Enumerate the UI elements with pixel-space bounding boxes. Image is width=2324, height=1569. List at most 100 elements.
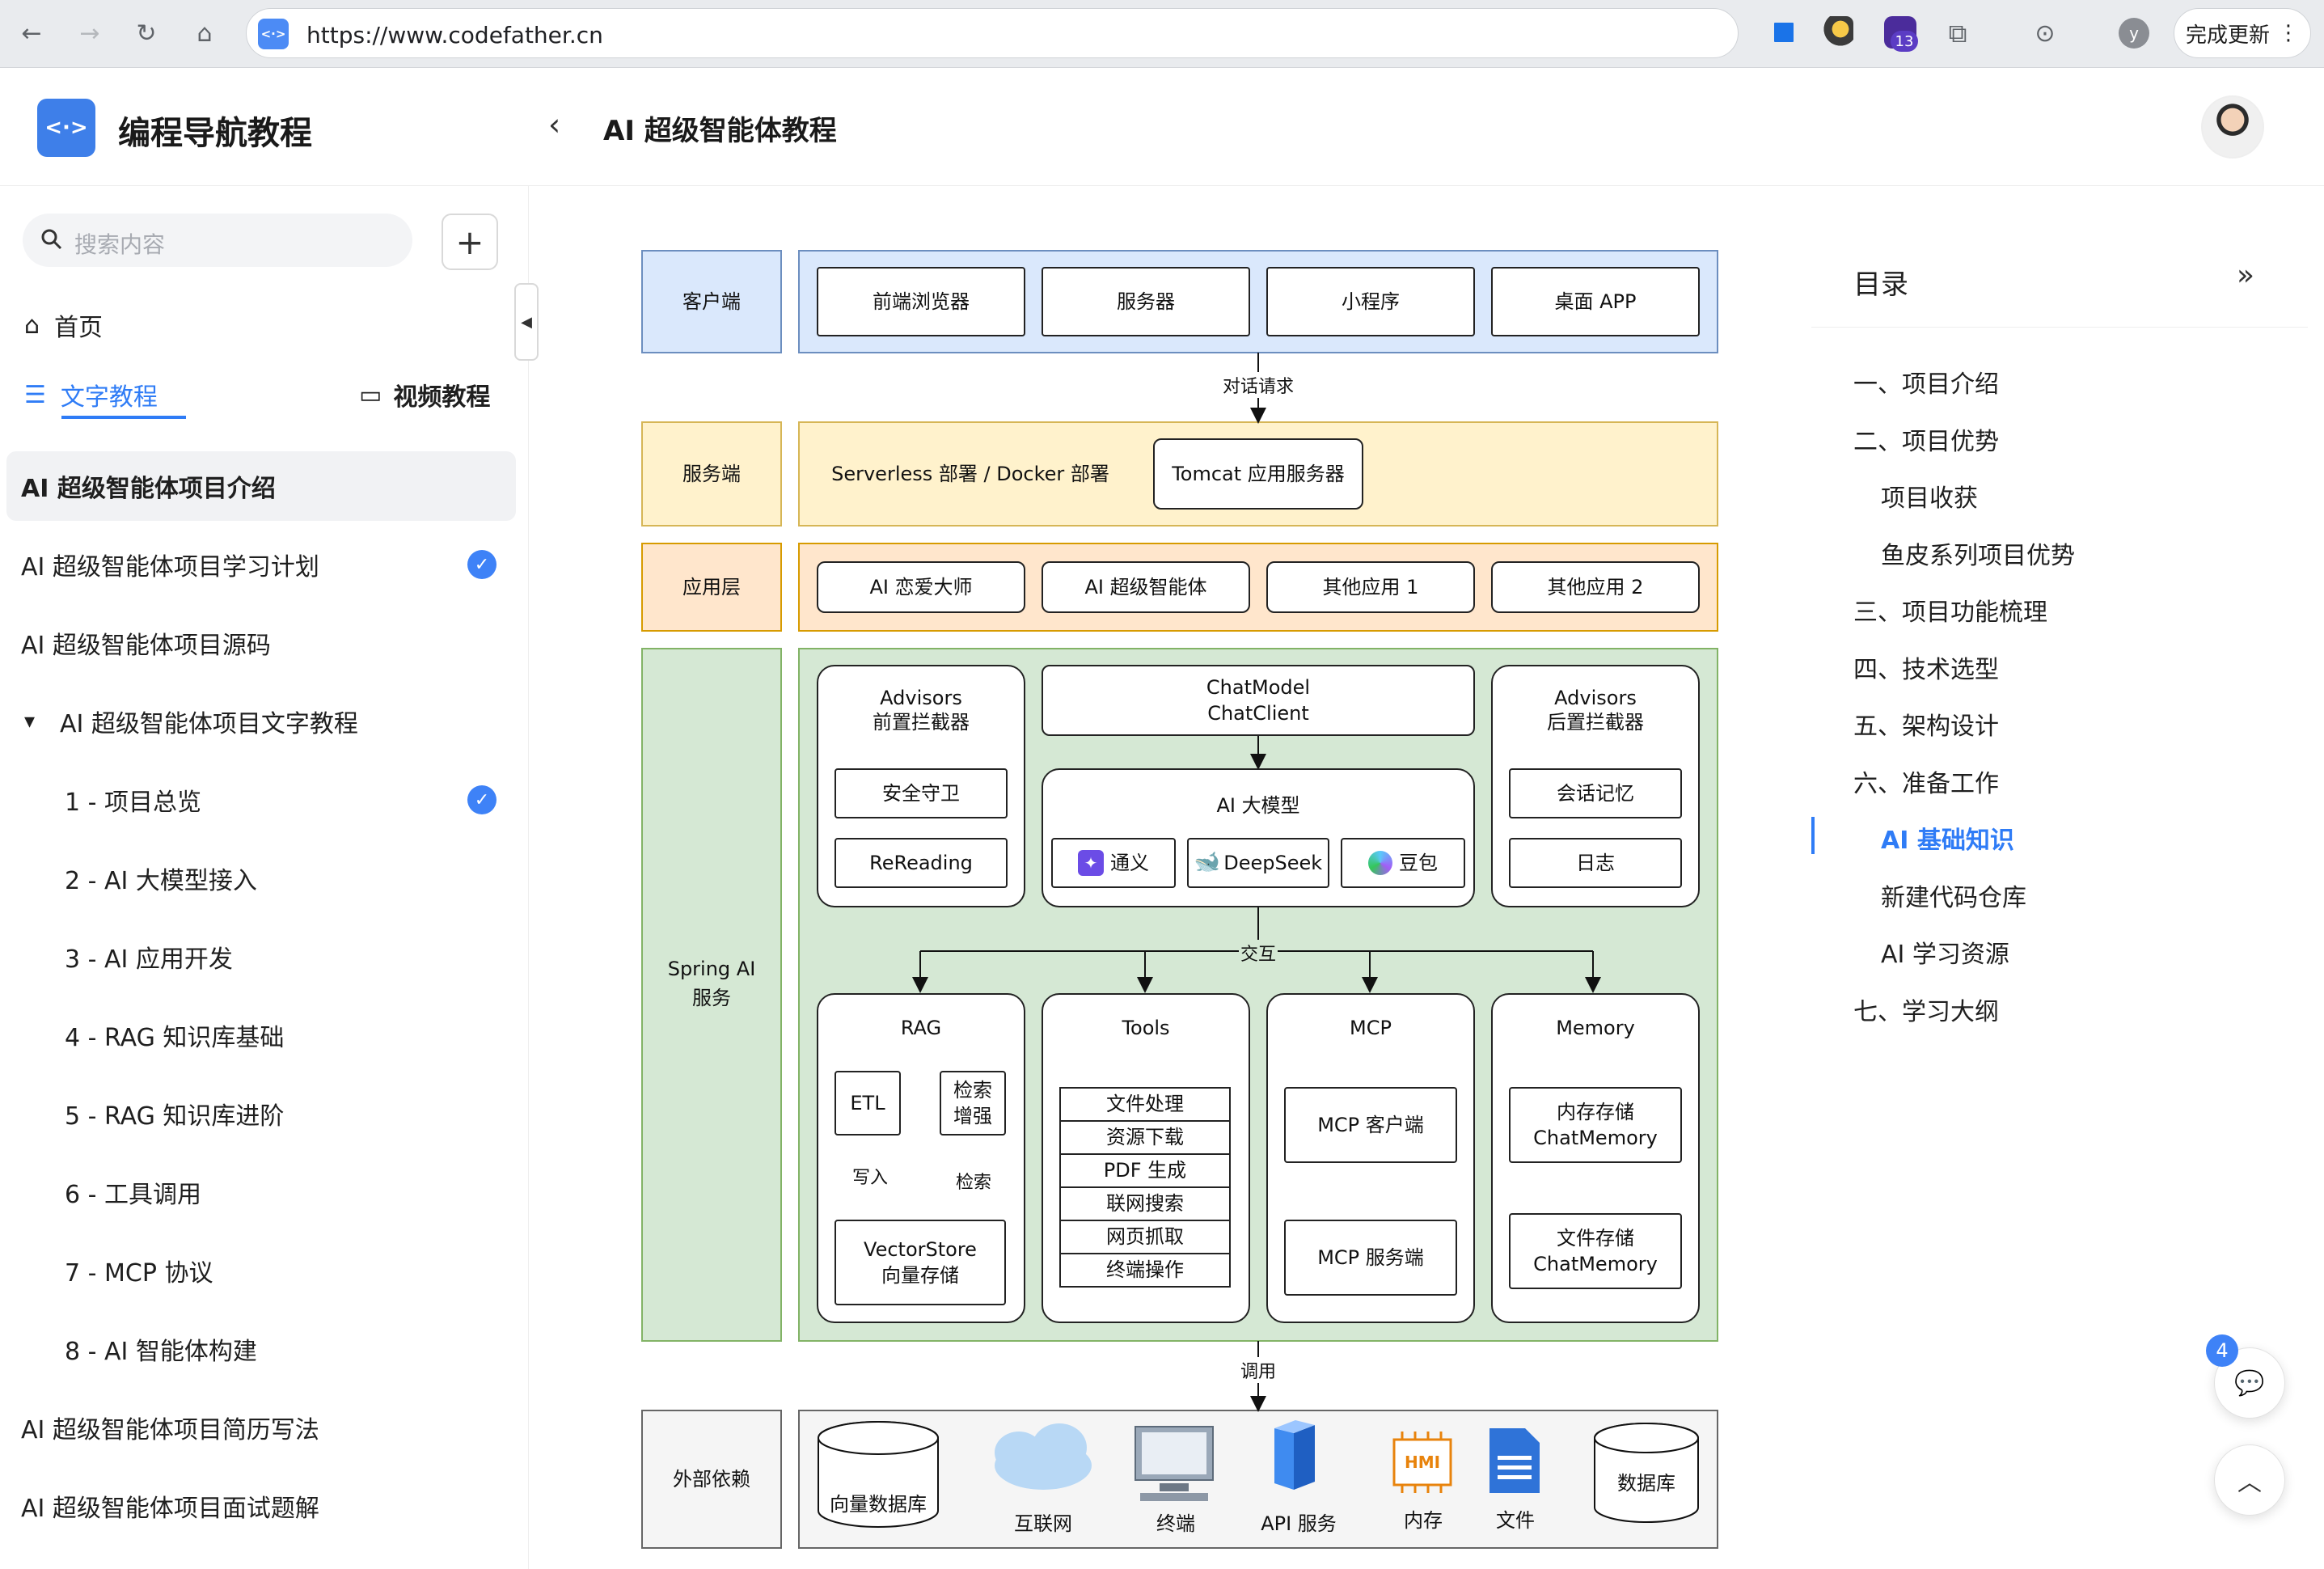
app-node-super-agent: AI 超级智能体: [1042, 561, 1250, 613]
tools-title: Tools: [1122, 1016, 1170, 1039]
sidebar-item-label: 5 - RAG 知识库进阶: [65, 1102, 285, 1131]
toc-item-3[interactable]: 鱼皮系列项目优势: [1881, 541, 2075, 570]
toc-item-0[interactable]: 一、项目介绍: [1853, 370, 1999, 399]
memory-chip-icon: [1392, 1432, 1452, 1493]
sidebar-item-4[interactable]: 1 - 项目总览✓: [6, 765, 516, 835]
client-lane-label: 客户端: [682, 290, 741, 313]
toc-item-6[interactable]: 五、架构设计: [1853, 713, 1999, 741]
tab-text-label: 文字教程: [60, 383, 158, 412]
vector-db-icon: [818, 1421, 939, 1528]
advisors-post-title1: Advisors: [1554, 686, 1637, 709]
home-icon[interactable]: ⌂: [196, 19, 213, 48]
sidebar-item-7[interactable]: 4 - RAG 知识库基础: [6, 1000, 516, 1070]
rag-enhance: 检索 增强: [940, 1071, 1006, 1136]
sidebar-item-11[interactable]: 8 - AI 智能体构建: [6, 1314, 516, 1384]
mcp-title: MCP: [1350, 1016, 1392, 1039]
toc-item-11[interactable]: 七、学习大纲: [1853, 997, 1999, 1026]
collapse-toc-icon[interactable]: »: [2237, 259, 2255, 292]
url-text[interactable]: https://www.codefather.cn: [306, 22, 603, 49]
toc-item-8[interactable]: AI 基础知识: [1881, 827, 2014, 855]
extension-icon-2[interactable]: [1821, 16, 1853, 49]
rag-enhance-line2: 增强: [953, 1105, 992, 1127]
toc-divider: [1811, 327, 2308, 328]
tab-text-tutorial[interactable]: ☰ 文字教程: [24, 377, 186, 419]
address-bar[interactable]: <·> https://www.codefather.cn: [246, 8, 1739, 58]
toc-item-10[interactable]: AI 学习资源: [1881, 941, 2009, 969]
caret-down-icon[interactable]: ▾: [24, 709, 36, 734]
tab-video-tutorial[interactable]: ▭ 视频教程: [359, 377, 490, 412]
llm-deepseek: 🐋 DeepSeek: [1187, 838, 1329, 888]
client-node-server: 服务器: [1042, 267, 1250, 336]
puzzle-icon[interactable]: ⧉: [1948, 17, 1967, 49]
sidebar-item-2[interactable]: AI 超级智能体项目源码: [6, 608, 516, 678]
sidebar-item-8[interactable]: 5 - RAG 知识库进阶: [6, 1079, 516, 1148]
toc-item-4[interactable]: 三、项目功能梳理: [1853, 598, 2047, 627]
rag-retrieve-label: 检索: [954, 1168, 994, 1194]
ext-file-label: 文件: [1496, 1508, 1535, 1532]
search-icon: [41, 229, 62, 250]
home-link[interactable]: ⌂ 首页: [24, 307, 103, 343]
rag-write-label: 写入: [851, 1163, 890, 1189]
search-placeholder: 搜索内容: [74, 231, 166, 258]
collapse-sidebar-button[interactable]: ◀: [514, 283, 539, 361]
app-header: <·> 编程导航教程 ‹ AI 超级智能体教程: [0, 68, 2324, 186]
sidebar-item-9[interactable]: 6 - 工具调用: [6, 1157, 516, 1227]
reload-icon[interactable]: ↻: [136, 19, 157, 48]
tool-item-4: 网页抓取: [1059, 1220, 1231, 1254]
sidebar-item-10[interactable]: 7 - MCP 协议: [6, 1236, 516, 1305]
toc-item-7[interactable]: 六、准备工作: [1853, 769, 1999, 798]
sidebar-item-5[interactable]: 2 - AI 大模型接入: [6, 844, 516, 913]
site-name[interactable]: 编程导航教程: [118, 115, 312, 152]
sidebar-item-label: 7 - MCP 协议: [65, 1259, 213, 1288]
toc-item-9[interactable]: 新建代码仓库: [1881, 883, 2026, 912]
toc-item-5[interactable]: 四、技术选型: [1853, 655, 1999, 684]
ext-db-label: 数据库: [1617, 1471, 1675, 1495]
add-button[interactable]: +: [442, 214, 498, 270]
sidebar-item-12[interactable]: AI 超级智能体项目简历写法: [6, 1393, 516, 1462]
extension-icon-1[interactable]: [1768, 16, 1800, 49]
sidebar-item-13[interactable]: AI 超级智能体项目面试题解: [6, 1471, 516, 1541]
sidebar-item-label: 4 - RAG 知识库基础: [65, 1024, 285, 1052]
server-lane-label: 服务端: [682, 462, 741, 485]
memory-title: Memory: [1556, 1016, 1635, 1039]
screenshot-icon[interactable]: ⊙: [2035, 19, 2056, 48]
sidebar-item-label: AI 超级智能体项目介绍: [21, 475, 276, 503]
llm-deepseek-label: DeepSeek: [1223, 851, 1323, 874]
server-tomcat-node: Tomcat 应用服务器: [1153, 438, 1363, 510]
sidebar-item-3[interactable]: ▾AI 超级智能体项目文字教程: [6, 687, 516, 756]
client-node-desktop: 桌面 APP: [1491, 267, 1700, 336]
cloud-icon: [995, 1423, 1092, 1490]
back-to-top-button[interactable]: ︿: [2214, 1444, 2285, 1516]
rag-store-line2: 向量存储: [881, 1264, 959, 1287]
memory-file-line2: ChatMemory: [1533, 1253, 1658, 1275]
rag-store-line1: VectorStore: [864, 1237, 977, 1261]
table-of-contents: 目录 » 一、项目介绍二、项目优势项目收获鱼皮系列项目优势三、项目功能梳理四、技…: [1811, 243, 2313, 1051]
chat-badge: 4: [2206, 1334, 2238, 1367]
browser-toolbar: ← → ↻ ⌂ <·> https://www.codefather.cn 13…: [0, 0, 2324, 68]
monitor-icon: [1135, 1426, 1214, 1501]
sidebar-item-0[interactable]: AI 超级智能体项目介绍: [6, 451, 516, 521]
sidebar-item-1[interactable]: AI 超级智能体项目学习计划✓: [6, 530, 516, 599]
toc-item-1[interactable]: 二、项目优势: [1853, 427, 1999, 456]
update-button-label: 完成更新: [2185, 23, 2270, 48]
logo-icon[interactable]: <·>: [37, 99, 95, 157]
profile-avatar[interactable]: y: [2119, 18, 2149, 49]
deepseek-icon: 🐋: [1194, 850, 1221, 875]
update-button[interactable]: 完成更新⋮: [2174, 8, 2311, 58]
sidebar-item-label: AI 超级智能体项目源码: [21, 632, 271, 660]
back-icon[interactable]: ←: [21, 19, 42, 48]
forward-icon[interactable]: →: [79, 19, 100, 48]
app-node-other-1: 其他应用 1: [1266, 561, 1475, 613]
toc-item-2[interactable]: 项目收获: [1881, 484, 1978, 513]
advisor-rereading: ReReading: [835, 838, 1008, 888]
sidebar-item-label: 2 - AI 大模型接入: [65, 867, 257, 895]
search-input[interactable]: 搜索内容: [23, 214, 412, 267]
user-avatar[interactable]: [2201, 95, 2264, 159]
tool-item-3: 联网搜索: [1059, 1186, 1231, 1221]
chatmodel-node: ChatModel ChatClient: [1042, 665, 1475, 736]
sidebar-item-label: 6 - 工具调用: [65, 1181, 201, 1209]
chevron-left-icon[interactable]: ‹: [548, 107, 561, 142]
architecture-diagram: 客户端 服务端 应用层 Spring AI 服务 外部依赖 前端浏览器 服务器 …: [639, 243, 1721, 1553]
sidebar-item-6[interactable]: 3 - AI 应用开发: [6, 922, 516, 992]
home-label: 首页: [54, 314, 104, 342]
